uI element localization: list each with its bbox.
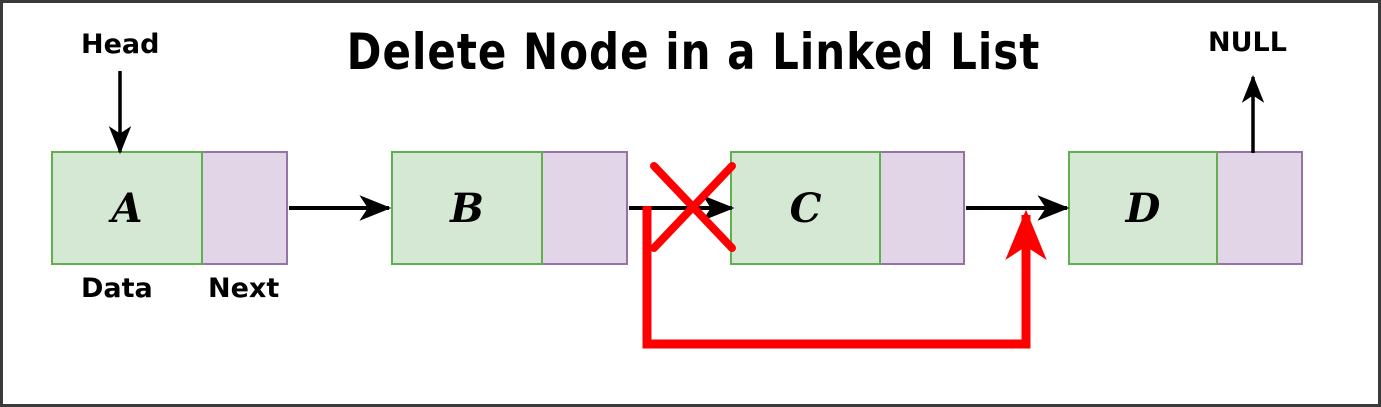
- page-title: Delete Node in a Linked List: [3, 23, 1378, 81]
- node-a: A: [51, 151, 288, 265]
- node-b: B: [391, 151, 628, 265]
- node-d: D: [1068, 151, 1303, 265]
- delete-cross-stroke-2: [650, 162, 736, 252]
- node-d-data: D: [1068, 151, 1218, 265]
- null-label: NULL: [1208, 27, 1287, 58]
- page-title-text: Delete Node in a Linked List: [346, 23, 1041, 81]
- node-c: C: [730, 151, 965, 265]
- node-a-next: [203, 151, 288, 265]
- head-label: Head: [81, 29, 160, 60]
- node-b-data: B: [391, 151, 543, 265]
- node-d-next: [1218, 151, 1303, 265]
- node-b-next: [543, 151, 628, 265]
- node-c-data: C: [730, 151, 881, 265]
- node-c-next: [881, 151, 965, 265]
- delete-cross-stroke-1: [650, 162, 736, 252]
- node-a-data: A: [51, 151, 203, 265]
- data-label: Data: [81, 273, 153, 304]
- next-label: Next: [208, 273, 280, 304]
